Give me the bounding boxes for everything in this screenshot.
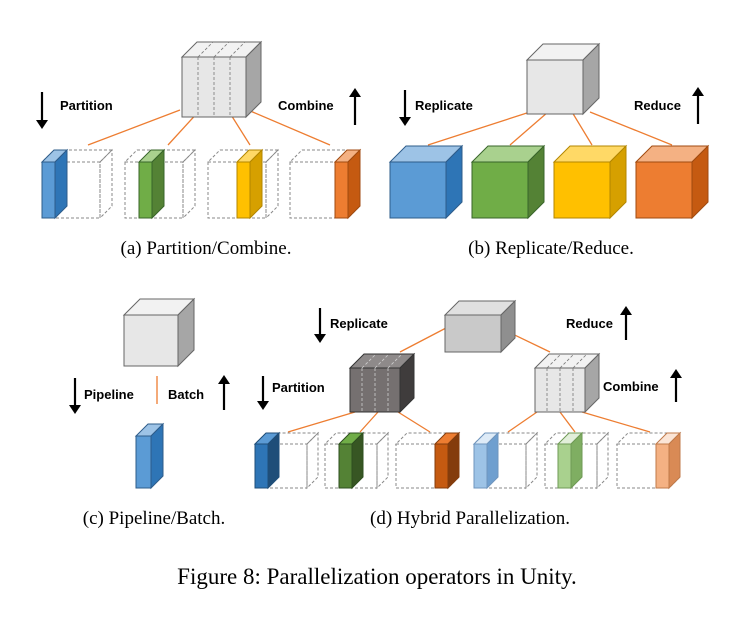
tensor-cube [180,40,263,119]
reduce-label: Reduce [634,98,681,113]
replica-cube-blue [388,144,464,220]
tensor-cube [443,299,517,354]
replica-cube-green [470,144,546,220]
panel-replicate-reduce: Replicate Reduce (b) Replicate/Reduce. [388,42,710,259]
partition-shard-orange [288,148,362,220]
hybrid-shard-light-blue [472,431,539,490]
hybrid-shard-blue [253,431,320,490]
arrow-up-icon [692,87,704,96]
replica-cube-orange [634,144,710,220]
partition-label: Partition [60,98,113,113]
batch-label: Batch [168,387,204,402]
tensor-cube [525,42,601,116]
caption-b: (b) Replicate/Reduce. [468,238,634,259]
panel-partition-combine: Partition Combine [36,40,362,259]
arrow-down-icon [257,401,269,410]
hybrid-shard-light-orange [615,431,682,490]
reduce-label: Reduce [566,316,613,331]
figure-caption: Figure 8: Parallelization operators in U… [177,564,577,589]
combined-replica-cube [533,352,601,414]
connector-lines [427,111,673,146]
partition-shard-green [123,148,197,220]
caption-d: (d) Hybrid Parallelization. [370,508,570,529]
tensor-cube [122,297,196,368]
hybrid-shard-green [323,431,390,490]
partition-shard-yellow [206,148,280,220]
replica-cube-yellow [552,144,628,220]
partitioned-replica-cube [348,352,416,414]
arrow-down-icon [69,405,81,414]
pipeline-shard-blue [134,422,165,490]
combine-label: Combine [603,379,659,394]
pipeline-label: Pipeline [84,387,134,402]
hybrid-shard-orange [394,431,461,490]
combine-label: Combine [278,98,334,113]
hybrid-shard-light-green [543,431,610,490]
panel-pipeline-batch: Pipeline Batch (c) Pipeline/Batch. [69,297,230,529]
replicate-label: Replicate [330,316,388,331]
arrow-down-icon [36,120,48,129]
arrow-down-icon [314,334,326,343]
arrow-up-icon [670,369,682,378]
caption-c: (c) Pipeline/Batch. [83,508,225,529]
replicate-label: Replicate [415,98,473,113]
partition-label: Partition [272,380,325,395]
arrow-up-icon [620,306,632,315]
panel-hybrid-parallelization: Replicate Reduce Partition [253,299,682,529]
caption-a: (a) Partition/Combine. [121,238,292,259]
partition-shard-blue [40,148,114,220]
arrow-up-icon [349,88,361,97]
arrow-down-icon [399,117,411,126]
arrow-up-icon [218,375,230,384]
